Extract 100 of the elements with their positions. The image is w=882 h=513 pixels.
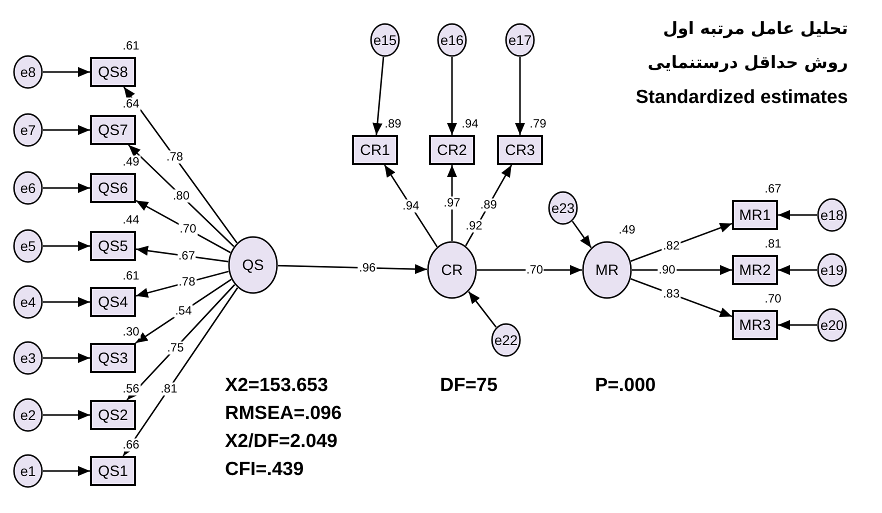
error-circle: e5	[13, 229, 43, 263]
error-circle: e1	[13, 454, 43, 488]
variable-box: MR2	[732, 255, 778, 285]
arrow	[630, 278, 732, 318]
fit-statistic: P=.000	[595, 375, 656, 397]
arrow	[43, 125, 90, 135]
variable-box: QS5	[90, 231, 136, 261]
error-circle: e4	[13, 285, 43, 319]
estimate-label: .61	[122, 270, 140, 282]
arrow	[515, 57, 525, 135]
error-circle: e7	[13, 113, 43, 147]
arrow	[122, 287, 238, 456]
arrow	[43, 410, 90, 420]
variable-box: QS4	[90, 287, 136, 317]
variable-box: MR1	[732, 200, 778, 230]
error-circle: e15	[370, 23, 400, 57]
edge-label: .75	[166, 342, 185, 355]
variable-box: QS7	[90, 115, 136, 145]
edge-label: .78	[178, 276, 196, 289]
error-circle: e6	[13, 171, 43, 205]
title-text: تحلیل عامل مرتبه اول	[662, 19, 848, 39]
variable-box: QS2	[90, 400, 136, 430]
estimate-label: .61	[122, 40, 140, 52]
arrow	[135, 278, 232, 344]
error-circle: e8	[13, 55, 43, 89]
edge-label: .82	[662, 240, 681, 253]
error-circle: e18	[817, 198, 847, 232]
variable-box: QS3	[90, 343, 136, 373]
error-circle: e20	[817, 308, 847, 342]
arrow	[384, 164, 438, 248]
latent-ellipse: QS	[228, 236, 278, 294]
edge-label: .70	[178, 222, 198, 236]
fit-statistic: DF=75	[440, 375, 498, 397]
arrow	[372, 56, 384, 136]
variable-box: MR3	[732, 310, 778, 340]
edge-label: .78	[165, 150, 184, 164]
fit-statistic: X2/DF=2.049	[225, 431, 338, 453]
arrow	[778, 320, 817, 330]
arrow	[632, 265, 732, 275]
error-circle: e2	[13, 398, 43, 432]
edge-label: .94	[402, 199, 420, 212]
edge-label: .54	[174, 304, 193, 318]
estimate-label: .89	[384, 118, 402, 130]
arrow	[123, 86, 238, 244]
arrow	[468, 291, 497, 328]
estimate-label: .44	[122, 214, 140, 226]
error-circle: e19	[817, 253, 847, 287]
arrow	[43, 353, 90, 363]
estimate-label: .81	[764, 238, 782, 250]
estimate-label: .30	[122, 326, 140, 338]
edge-label: .89	[479, 198, 498, 212]
edge-label: .81	[160, 382, 178, 396]
edge-label: .90	[658, 264, 676, 276]
arrow	[447, 165, 457, 241]
title-text: روش حداقل درستنمایی	[648, 53, 848, 73]
arrow	[778, 265, 817, 275]
estimate-label: .94	[460, 118, 480, 130]
edge-label: .83	[662, 287, 681, 300]
latent-ellipse: CR	[427, 241, 477, 299]
estimate-label: .67	[764, 182, 782, 196]
fit-statistic: CFI=.439	[225, 459, 304, 481]
error-circle: e16	[437, 23, 467, 57]
edge-label: .70	[525, 264, 544, 276]
edge-label: .97	[442, 196, 462, 210]
variable-box: CR1	[352, 135, 398, 165]
arrow	[43, 297, 90, 307]
arrow	[43, 183, 90, 193]
estimate-label: .64	[122, 98, 140, 110]
error-circle: e23	[548, 191, 578, 225]
variable-box: CR3	[497, 135, 543, 165]
estimate-label: .92	[464, 220, 484, 232]
arrow	[778, 210, 817, 220]
variable-box: CR2	[429, 135, 475, 165]
estimate-label: .79	[528, 118, 548, 130]
arrow	[43, 67, 90, 77]
estimate-label: .66	[122, 438, 140, 452]
arrow	[278, 264, 428, 274]
edge-label: .80	[172, 189, 190, 202]
estimate-label: .49	[618, 224, 636, 236]
error-circle: e3	[13, 341, 43, 375]
arrow	[477, 265, 582, 275]
estimate-label: .70	[764, 292, 782, 306]
edge-label: .96	[358, 261, 377, 274]
estimate-label: .49	[122, 156, 140, 168]
fit-statistic: RMSEA=.096	[225, 403, 342, 425]
arrow	[572, 220, 592, 248]
arrow	[447, 57, 457, 135]
arrow	[136, 270, 229, 298]
error-circle: e17	[505, 23, 535, 57]
estimate-label: .56	[122, 382, 140, 396]
variable-box: QS8	[90, 57, 136, 87]
latent-ellipse: MR	[582, 241, 632, 299]
arrow	[465, 164, 512, 246]
fit-statistic: X2=153.653	[225, 375, 328, 397]
error-circle: e22	[491, 323, 521, 357]
arrow	[126, 284, 236, 401]
arrow	[630, 222, 732, 262]
arrow	[43, 466, 90, 476]
arrow	[136, 246, 228, 262]
arrow	[136, 200, 231, 254]
